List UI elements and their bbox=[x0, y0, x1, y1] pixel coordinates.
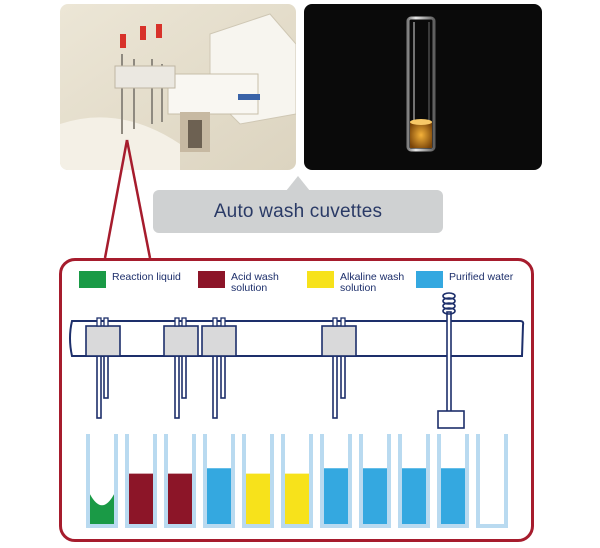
probe-nozzle bbox=[103, 355, 109, 399]
probe-nozzle bbox=[174, 355, 180, 419]
cuvette bbox=[203, 434, 235, 528]
cuvette-liquid bbox=[90, 494, 114, 524]
cuvette-row bbox=[86, 434, 508, 528]
cuvette-liquid bbox=[363, 468, 387, 524]
legend-label: Alkaline wash solution bbox=[340, 271, 405, 294]
probe-nozzle bbox=[220, 355, 226, 399]
cuvette bbox=[398, 434, 430, 528]
legend-swatch bbox=[416, 271, 443, 288]
cuvette-liquid bbox=[285, 473, 309, 524]
probe-block bbox=[321, 325, 357, 357]
probe-nozzle bbox=[212, 355, 218, 419]
cuvette bbox=[86, 434, 118, 528]
wiper-spiral bbox=[442, 292, 456, 315]
probe-nozzle bbox=[96, 355, 102, 419]
cuvette bbox=[359, 434, 391, 528]
legend-alkaline-wash: Alkaline wash solution bbox=[307, 271, 404, 294]
probe-block bbox=[163, 325, 199, 357]
cuvette-wall bbox=[164, 434, 196, 528]
cuvette-liquid bbox=[168, 473, 192, 524]
cuvette-liquid bbox=[207, 468, 231, 524]
legend-swatch bbox=[198, 271, 225, 288]
cuvette-wall bbox=[86, 434, 118, 528]
probe-nozzle bbox=[332, 355, 338, 419]
probe-blocks bbox=[85, 325, 357, 357]
callout-label: Auto wash cuvettes bbox=[213, 200, 383, 222]
cuvette-wall bbox=[437, 434, 469, 528]
cuvette-wall bbox=[398, 434, 430, 528]
legend-swatch bbox=[307, 271, 334, 288]
cuvette-wall bbox=[125, 434, 157, 528]
cuvette bbox=[281, 434, 313, 528]
cuvette-liquid bbox=[324, 468, 348, 524]
legend-reaction-liquid: Reaction liquid bbox=[79, 271, 181, 288]
probe-block bbox=[201, 325, 237, 357]
probe-nozzle bbox=[340, 355, 346, 399]
cuvette bbox=[320, 434, 352, 528]
cuvette-liquid bbox=[402, 468, 426, 524]
cuvette-wall bbox=[476, 434, 508, 528]
cuvette-liquid bbox=[246, 473, 270, 524]
cuvette-wall bbox=[359, 434, 391, 528]
wiper-tip bbox=[437, 410, 465, 429]
wiper-rod bbox=[446, 311, 452, 413]
auto-wash-callout: Auto wash cuvettes bbox=[153, 190, 443, 233]
cuvette bbox=[476, 434, 508, 528]
cuvette bbox=[437, 434, 469, 528]
cuvette-liquid bbox=[129, 473, 153, 524]
cuvette-wall bbox=[320, 434, 352, 528]
cuvette-photo bbox=[304, 4, 542, 170]
probe-block bbox=[85, 325, 121, 357]
cuvette-wall bbox=[281, 434, 313, 528]
probe-nozzle bbox=[181, 355, 187, 399]
cuvette-liquid bbox=[441, 468, 465, 524]
legend-swatch bbox=[79, 271, 106, 288]
probe-rail bbox=[69, 320, 525, 357]
legend-label: Purified water bbox=[449, 271, 514, 283]
legend-acid-wash: Acid wash solution bbox=[198, 271, 279, 294]
legend-label: Reaction liquid bbox=[112, 271, 181, 283]
callout-pointer bbox=[286, 176, 310, 191]
cuvette-wall bbox=[242, 434, 274, 528]
cuvette bbox=[125, 434, 157, 528]
legend-label: Acid wash solution bbox=[231, 271, 279, 294]
cuvette bbox=[242, 434, 274, 528]
cuvette-wall bbox=[203, 434, 235, 528]
cuvette bbox=[164, 434, 196, 528]
legend-purified-water: Purified water bbox=[416, 271, 513, 288]
